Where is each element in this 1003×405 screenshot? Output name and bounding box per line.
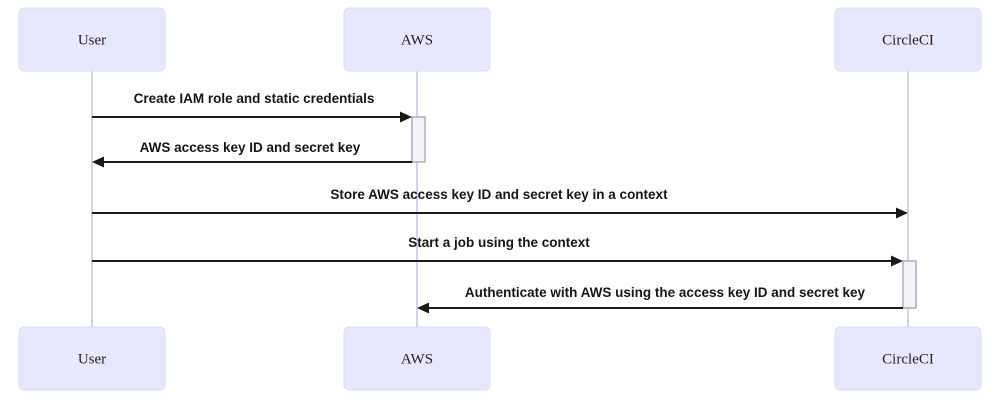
activation-bars <box>411 116 917 309</box>
participant-label-user-top: User <box>78 32 106 48</box>
participant-box-user-bottom[interactable] <box>18 326 166 391</box>
participant-footer-circleci[interactable]: CircleCI <box>834 326 982 391</box>
participant-header-circleci[interactable]: CircleCI <box>834 7 982 72</box>
message-3-arrowhead <box>896 207 908 219</box>
participant-box-circleci-bottom[interactable] <box>834 326 982 391</box>
message-2-arrowhead <box>92 156 104 168</box>
activation-bar-aws <box>411 116 426 163</box>
participant-label-circleci-top: CircleCI <box>882 32 934 48</box>
participant-box-aws-bottom[interactable] <box>343 326 491 391</box>
participant-box-aws-top[interactable] <box>343 7 491 72</box>
participant-label-user-bottom: User <box>78 351 106 367</box>
message-3: Store AWS access key ID and secret key i… <box>92 187 908 219</box>
message-1: Create IAM role and static credentials <box>92 91 412 123</box>
message-1-arrowhead <box>400 111 412 123</box>
message-4-label: Start a job using the context <box>408 235 590 250</box>
participant-footer-aws[interactable]: AWS <box>343 326 491 391</box>
message-4: Start a job using the context <box>92 235 903 267</box>
message-2: AWS access key ID and secret key <box>92 140 412 168</box>
message-1-label: Create IAM role and static credentials <box>134 91 375 106</box>
participant-label-aws-top: AWS <box>401 32 433 48</box>
message-5-arrowhead <box>417 302 429 314</box>
participant-box-circleci-top[interactable] <box>834 7 982 72</box>
participant-label-aws-bottom: AWS <box>401 351 433 367</box>
participant-header-aws[interactable]: AWS <box>343 7 491 72</box>
message-5: Authenticate with AWS using the access k… <box>417 285 903 314</box>
activation-bar-circleci <box>902 260 917 309</box>
message-5-label: Authenticate with AWS using the access k… <box>465 285 866 300</box>
participant-header-user[interactable]: User <box>18 7 166 72</box>
message-2-label: AWS access key ID and secret key <box>140 140 361 155</box>
message-4-arrowhead <box>891 255 903 267</box>
participant-footer-user[interactable]: User <box>18 326 166 391</box>
participant-label-circleci-bottom: CircleCI <box>882 351 934 367</box>
message-3-label: Store AWS access key ID and secret key i… <box>330 187 668 202</box>
participant-box-user-top[interactable] <box>18 7 166 72</box>
